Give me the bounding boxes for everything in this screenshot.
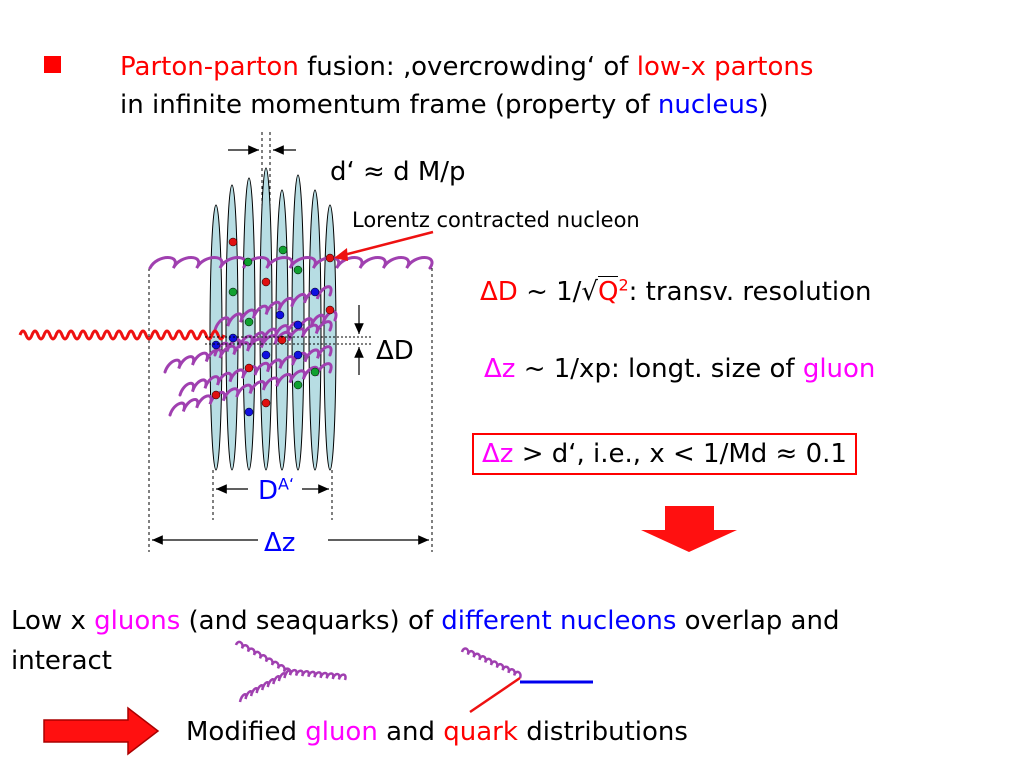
gluon-line (168, 362, 333, 417)
conclusion-gluons: gluons (94, 606, 181, 636)
lorentz-label: Lorentz contracted nucleon (352, 208, 640, 232)
delta-d-label: ΔD (376, 336, 414, 366)
title-low-x-partons: low-x partons (636, 52, 814, 82)
result-quark: quark (443, 717, 518, 747)
resolution-q-sup: 2 (618, 275, 629, 295)
parton-dot (293, 320, 303, 330)
resolution-q: Q (598, 276, 619, 307)
gluon-sketch-2 (238, 669, 292, 703)
conclusion-different-nucleons: different nucleons (441, 606, 677, 636)
parton-dot (310, 367, 320, 377)
photon-wave (18, 329, 226, 341)
right-arrow (43, 706, 160, 756)
title-nucleus: nucleus (657, 90, 759, 120)
resolution-rest: : transv. resolution (628, 277, 872, 307)
parton-dot (293, 265, 303, 275)
gluon-sketch-4 (460, 647, 522, 679)
parton-dot (293, 350, 303, 360)
quark-line-red (469, 676, 521, 714)
result-and: and (377, 717, 444, 747)
size-relation: Δz ~ 1/xp: longt. size of gluon (484, 352, 875, 386)
parton-dot (293, 380, 303, 390)
parton-dot (310, 287, 320, 297)
resolution-relation: ΔD ~ 1/√Q2: transv. resolution (480, 275, 872, 309)
title-parton-parton: Parton-parton (120, 52, 299, 82)
parton-dot (228, 237, 238, 247)
parton-dot (325, 253, 335, 263)
condition-box: Δz > d‘, i.e., x < 1/Md ≈ 0.1 (472, 433, 857, 475)
result-modified: Modified (186, 717, 306, 747)
conclusion-overlap: overlap and (676, 606, 840, 636)
parton-dot (228, 333, 238, 343)
parton-dot (211, 390, 221, 400)
conclusion-seaquarks: (and seaquarks) of (180, 606, 442, 636)
size-delta-z: Δz (484, 354, 516, 384)
conclusion-low-x: Low x (11, 606, 95, 636)
result-line: Modified gluon and quark distributions (186, 715, 688, 749)
da-label: DA‘ (258, 474, 295, 508)
nucleon-ellipse (225, 184, 239, 471)
conclusion-line-1: Low x gluons (and seaquarks) of differen… (11, 604, 839, 638)
parton-dot (243, 257, 253, 267)
nucleon-ellipse (308, 189, 322, 471)
d-prime-label: d‘ ≈ d M/p (330, 157, 466, 187)
title-fusion-text: fusion: ‚overcrowding‘ of (298, 52, 637, 82)
parton-dots (211, 237, 335, 417)
parton-dot (325, 305, 335, 315)
nucleon-ellipse (259, 167, 273, 471)
bullet-square (44, 56, 61, 73)
parton-dot (244, 363, 254, 373)
parton-dot (244, 317, 254, 327)
result-distributions: distributions (517, 717, 688, 747)
gluon-sketch-3 (288, 668, 347, 681)
da-label-d: D (258, 476, 279, 506)
size-gluon: gluon (802, 354, 876, 384)
down-arrow (641, 506, 737, 552)
condition-rest: > d‘, i.e., x < 1/Md ≈ 0.1 (513, 439, 847, 469)
gluon-line (178, 345, 333, 397)
delta-z-label: Δz (264, 526, 296, 560)
parton-dot (211, 340, 221, 350)
lorentz-arrow-head (334, 248, 348, 261)
title-line-1: Parton-parton fusion: ‚overcrowding‘ of … (120, 50, 813, 84)
title-frame-text: in infinite momentum frame (property of (120, 90, 658, 120)
parton-dot (244, 407, 254, 417)
parton-dot (261, 350, 271, 360)
gluon-line (148, 256, 434, 270)
gluon-sketch-1 (234, 640, 292, 676)
parton-dot (261, 398, 271, 408)
parton-dot (278, 245, 288, 255)
da-label-sup: A‘ (278, 474, 295, 494)
parton-dot (261, 277, 271, 287)
title-line-2: in infinite momentum frame (property of … (120, 88, 769, 122)
size-rest: ~ 1/xp: longt. size of (515, 354, 803, 384)
resolution-delta-d: ΔD (480, 277, 518, 307)
title-close-paren: ) (758, 90, 769, 120)
lorentz-arrow (339, 230, 434, 258)
condition-delta-z: Δz (482, 439, 514, 469)
result-gluon: gluon (305, 717, 378, 747)
resolution-mid: ~ 1/√ (517, 277, 598, 307)
conclusion-line-2: interact (11, 646, 113, 676)
parton-dot (228, 287, 238, 297)
parton-dot (275, 310, 285, 320)
